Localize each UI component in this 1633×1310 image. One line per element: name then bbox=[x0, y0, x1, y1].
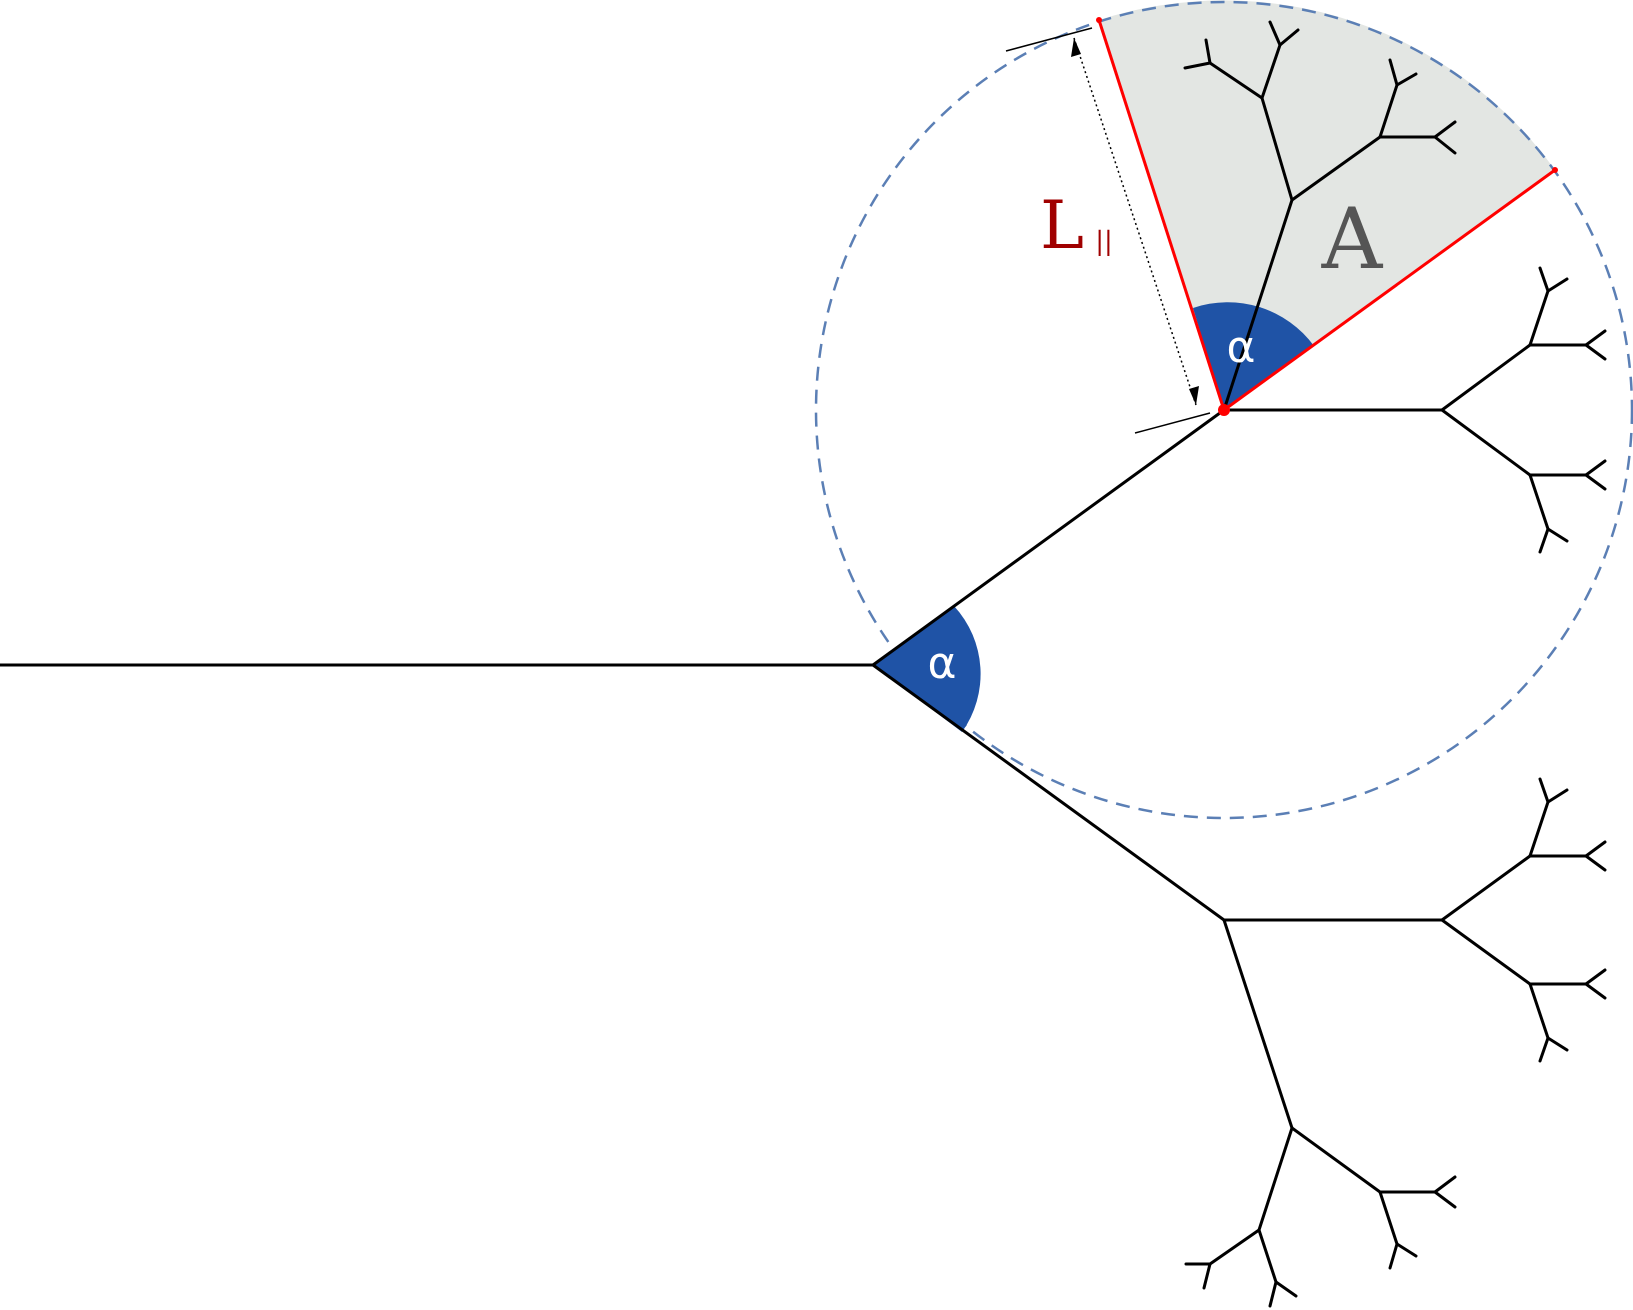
length-label: L bbox=[1040, 187, 1084, 264]
area-label: A bbox=[1321, 190, 1384, 288]
length-label-subscript: || bbox=[1095, 227, 1113, 257]
vertex-dot bbox=[1218, 404, 1230, 416]
angle-label-main: α bbox=[927, 638, 956, 689]
angle-label-upper: α bbox=[1226, 322, 1255, 373]
sector-edge-end-dot bbox=[1096, 17, 1102, 23]
angle-wedge-main bbox=[873, 606, 981, 732]
dashed-boundary-circle bbox=[814, 0, 1633, 820]
sector-edges bbox=[1097, 19, 1556, 412]
sector-edge-end-dot bbox=[1552, 167, 1558, 173]
length-dimension bbox=[1005, 27, 1211, 434]
angle-wedge-upper bbox=[1193, 302, 1314, 410]
tree-branches bbox=[0, 20, 1607, 1308]
